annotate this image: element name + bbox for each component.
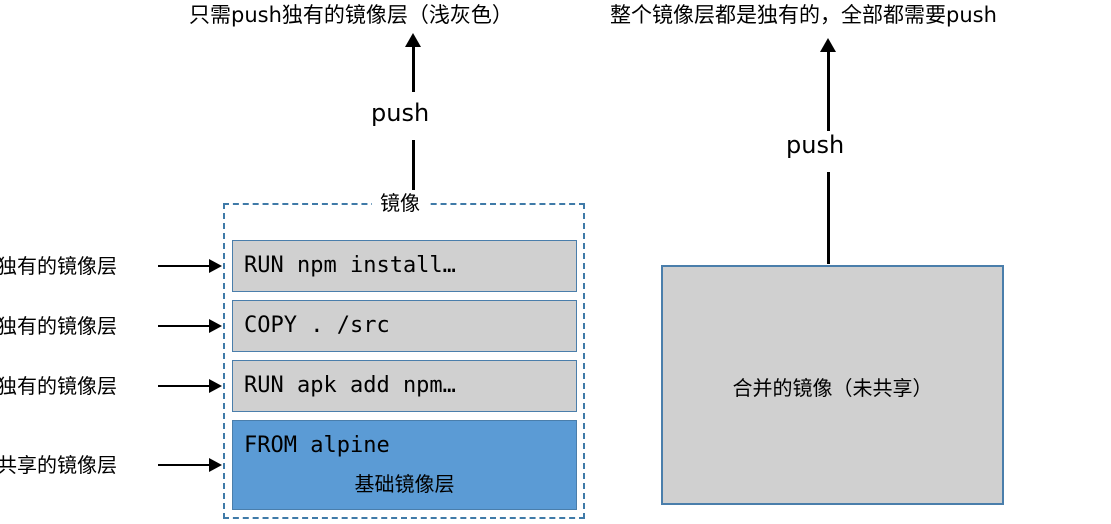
merged-image-box: 合并的镜像（未共享） <box>661 265 1004 505</box>
pointer-arrowhead-icon-3 <box>209 379 222 393</box>
layer-code-text: COPY . /src <box>244 313 390 338</box>
layer-code-text: RUN npm install… <box>244 253 456 278</box>
pointer-arrowhead-icon-4 <box>209 458 222 472</box>
side-label-shared: 共享的镜像层 <box>0 453 117 477</box>
side-label-unique-2: 独有的镜像层 <box>0 314 117 338</box>
left-push-label: push <box>371 99 430 127</box>
image-container-label: 镜像 <box>372 190 428 216</box>
right-push-arrow-lower-stem <box>827 172 830 264</box>
pointer-line-1 <box>158 265 210 267</box>
layer-box-unique-2: COPY . /src <box>232 300 577 352</box>
pointer-line-3 <box>158 385 210 387</box>
right-panel-title: 整个镜像层都是独有的，全部都需要push <box>610 3 997 27</box>
pointer-arrowhead-icon-1 <box>209 259 222 273</box>
side-label-unique-1: 独有的镜像层 <box>0 254 117 278</box>
right-push-arrowhead-icon <box>820 38 836 52</box>
base-layer-sublabel: 基础镜像层 <box>354 472 455 496</box>
merged-image-label: 合并的镜像（未共享） <box>732 376 933 400</box>
right-push-label: push <box>786 131 845 159</box>
layer-box-shared-base: FROM alpine 基础镜像层 <box>232 420 577 510</box>
pointer-arrowhead-icon-2 <box>209 319 222 333</box>
layer-code-text: FROM alpine <box>244 433 390 458</box>
side-label-unique-3: 独有的镜像层 <box>0 374 117 398</box>
left-push-arrow-upper-stem <box>412 46 415 92</box>
right-push-arrow-upper-stem <box>827 51 830 131</box>
left-push-arrow-lower-stem <box>412 140 415 192</box>
left-push-arrowhead-icon <box>405 33 421 47</box>
layer-box-unique-1: RUN npm install… <box>232 240 577 292</box>
pointer-line-2 <box>158 325 210 327</box>
left-panel-title: 只需push独有的镜像层（浅灰色） <box>189 3 513 27</box>
layer-box-unique-3: RUN apk add npm… <box>232 360 577 412</box>
pointer-line-4 <box>158 464 210 466</box>
layer-code-text: RUN apk add npm… <box>244 373 456 398</box>
